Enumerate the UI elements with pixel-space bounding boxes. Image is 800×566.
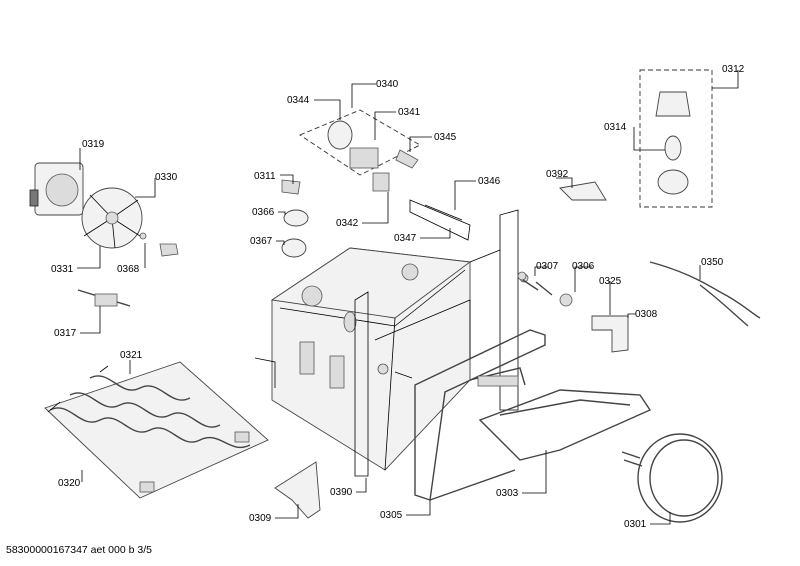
fan-wheel-0331 bbox=[81, 187, 143, 249]
label-0319: 0319 bbox=[82, 139, 105, 150]
label-0390: 0390 bbox=[330, 487, 353, 498]
wiring-0350 bbox=[649, 261, 761, 327]
document-footer-code: 58300000167347 aet 000 b 3/5 bbox=[6, 544, 152, 556]
label-0311: 0311 bbox=[254, 171, 276, 182]
label-0340: 0340 bbox=[376, 79, 399, 90]
clip-0392 bbox=[559, 181, 607, 201]
fan-motor-0319 bbox=[29, 162, 84, 216]
label-0301: 0301 bbox=[624, 519, 647, 530]
label-0331: 0331 bbox=[51, 264, 74, 275]
label-0344: 0344 bbox=[287, 95, 310, 106]
lamp-assembly-0312 bbox=[639, 69, 713, 208]
label-0341: 0341 bbox=[398, 107, 421, 118]
label-0321: 0321 bbox=[120, 350, 143, 361]
screw-0307 bbox=[517, 271, 539, 291]
label-0367: 0367 bbox=[250, 236, 273, 247]
top-grill-element bbox=[44, 361, 269, 499]
label-0308: 0308 bbox=[635, 309, 658, 320]
label-0368: 0368 bbox=[117, 264, 140, 275]
knob-parts bbox=[281, 179, 309, 258]
label-0347: 0347 bbox=[394, 233, 417, 244]
label-0303: 0303 bbox=[496, 488, 519, 499]
label-0314: 0314 bbox=[604, 122, 627, 133]
callout-labels: 0319 0330 0331 0368 0317 0321 0320 0344 … bbox=[51, 64, 745, 530]
label-0342: 0342 bbox=[336, 218, 359, 229]
label-0317: 0317 bbox=[54, 328, 77, 339]
label-0350: 0350 bbox=[701, 257, 724, 268]
leader-lines bbox=[77, 70, 739, 525]
label-0366: 0366 bbox=[252, 207, 275, 218]
bracket-0309 bbox=[274, 461, 321, 519]
label-0306: 0306 bbox=[572, 261, 595, 272]
bracket-0308 bbox=[591, 315, 629, 353]
label-0309: 0309 bbox=[249, 513, 272, 524]
label-0346: 0346 bbox=[478, 176, 501, 187]
label-0320: 0320 bbox=[58, 478, 81, 489]
door-lock-assembly bbox=[299, 109, 421, 192]
label-0307: 0307 bbox=[536, 261, 559, 272]
screw-0306 bbox=[535, 281, 573, 307]
label-0312: 0312 bbox=[722, 64, 745, 75]
label-0392: 0392 bbox=[546, 169, 569, 180]
label-0330: 0330 bbox=[155, 172, 178, 183]
label-0305: 0305 bbox=[380, 510, 403, 521]
grill-element-0303 bbox=[469, 367, 652, 461]
bracket-0346 bbox=[409, 199, 471, 241]
oven-cavity bbox=[254, 209, 529, 477]
label-0345: 0345 bbox=[434, 132, 457, 143]
sensor-0317 bbox=[77, 289, 131, 318]
nut-0368 bbox=[139, 232, 179, 257]
ring-element-0301 bbox=[621, 433, 723, 523]
shelf-frame bbox=[414, 329, 546, 501]
label-0325: 0325 bbox=[599, 276, 622, 287]
